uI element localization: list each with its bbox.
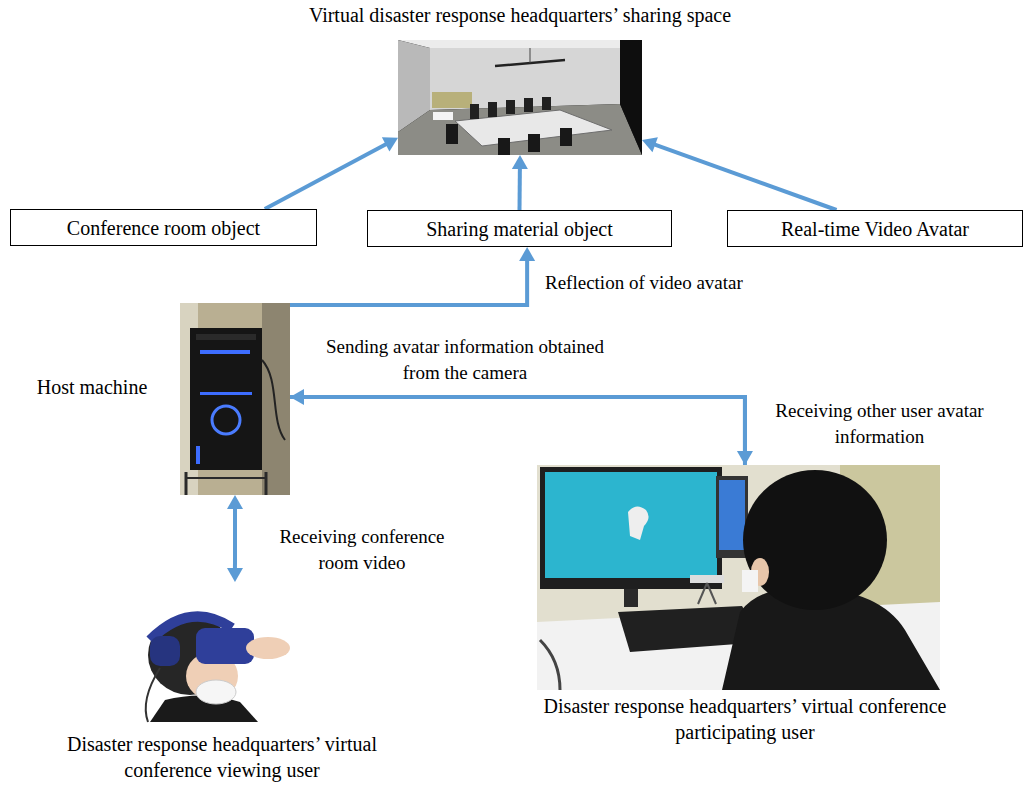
room-render — [398, 40, 642, 155]
arrow-head — [642, 137, 658, 152]
connector-line — [651, 143, 836, 210]
illustration-part — [698, 583, 707, 604]
shared-space-frame: Virtual disaster response headquarters’ … — [398, 40, 642, 155]
participant-photo — [537, 465, 940, 690]
illustration-part — [398, 104, 642, 155]
node-text: Real-time Video Avatar — [781, 216, 969, 242]
illustration-part — [150, 636, 180, 666]
viewer-photo — [120, 582, 295, 722]
connector-line — [300, 397, 745, 465]
illustration-part — [200, 392, 252, 395]
illustration-part — [540, 640, 560, 690]
illustration-part — [537, 465, 940, 690]
connector-arrow — [290, 389, 745, 465]
illustration-part — [180, 303, 290, 495]
connector-line — [290, 257, 527, 305]
connector-arrow — [265, 137, 398, 209]
edge-label: Receiving other user avatar information — [772, 398, 987, 449]
illustration-part — [530, 48, 531, 63]
connector-arrow — [290, 397, 753, 465]
illustration-part — [488, 102, 497, 117]
illustration-part — [185, 472, 188, 495]
illustration-part — [433, 112, 453, 120]
connector-arrow — [227, 495, 243, 582]
illustration-part — [719, 480, 745, 550]
illustration-part — [246, 637, 290, 659]
illustration-part — [212, 406, 240, 434]
illustration-part — [498, 138, 510, 155]
arrow-head — [737, 451, 753, 465]
illustration-part — [196, 628, 254, 664]
illustration-part — [542, 97, 551, 110]
host-machine-photo — [180, 303, 290, 495]
host-label: Host machine — [18, 375, 166, 401]
illustration-part — [190, 328, 262, 470]
illustration-part — [707, 583, 716, 604]
illustration-part — [398, 40, 642, 155]
illustration-part — [716, 476, 748, 558]
illustration-part — [545, 472, 717, 578]
space-heading: Virtual disaster response headquarters’ … — [220, 3, 820, 29]
viewer-caption: Disaster response headquarters’ virtual … — [22, 732, 422, 783]
illustration-part — [265, 472, 268, 495]
illustration-part — [446, 124, 458, 144]
illustration-part — [742, 570, 758, 592]
node-text: Sharing material object — [426, 216, 613, 242]
viewer-frame: Disaster response headquarters’ virtual … — [120, 582, 295, 722]
illustration-part — [540, 467, 722, 589]
illustration-part — [506, 100, 515, 114]
node-text: Conference room object — [67, 215, 260, 241]
illustration-part — [620, 40, 642, 155]
illustration-part — [196, 680, 236, 704]
edge-label: Sending avatar information obtained from… — [325, 334, 605, 385]
object-box: Conference room object — [10, 209, 317, 246]
illustration-part — [560, 128, 572, 146]
illustration-part — [262, 360, 285, 440]
connector-line — [265, 142, 389, 209]
arrow-head — [519, 247, 535, 261]
arrow-head — [382, 137, 398, 151]
illustration-part — [524, 98, 533, 112]
illustration-part — [690, 575, 724, 583]
illustration-part — [432, 92, 472, 108]
connector-line — [233, 505, 237, 572]
illustration-part — [196, 334, 256, 340]
connector-arrow — [512, 155, 528, 210]
illustration-part — [146, 668, 160, 722]
illustration-part — [196, 446, 200, 464]
illustration-part — [262, 303, 290, 495]
illustration-part — [624, 589, 638, 607]
object-box: Sharing material object — [367, 210, 672, 247]
connector-arrow — [290, 247, 535, 305]
arrow-head — [512, 155, 528, 169]
edge-label: Reflection of video avatar — [545, 270, 743, 296]
arrow-head — [227, 568, 243, 582]
illustration-part — [186, 477, 266, 479]
illustration-part — [200, 350, 250, 354]
illustration-part — [628, 506, 649, 540]
illustration-part — [120, 582, 295, 722]
object-box: Real-time Video Avatar — [727, 210, 1023, 247]
host-machine-frame: Host machine — [180, 303, 290, 495]
illustration-part — [398, 40, 642, 48]
connector-arrow — [642, 137, 837, 210]
illustration-part — [470, 104, 479, 119]
illustration-part — [528, 134, 540, 152]
illustration-part — [743, 470, 887, 610]
participant-caption: Disaster response headquarters’ virtual … — [535, 694, 955, 745]
connector-line — [290, 397, 745, 455]
edge-label: Receiving conference room video — [262, 524, 462, 575]
participant-frame: Disaster response headquarters’ virtual … — [537, 465, 940, 690]
arrow-head — [227, 495, 243, 509]
connector-line — [518, 165, 522, 210]
